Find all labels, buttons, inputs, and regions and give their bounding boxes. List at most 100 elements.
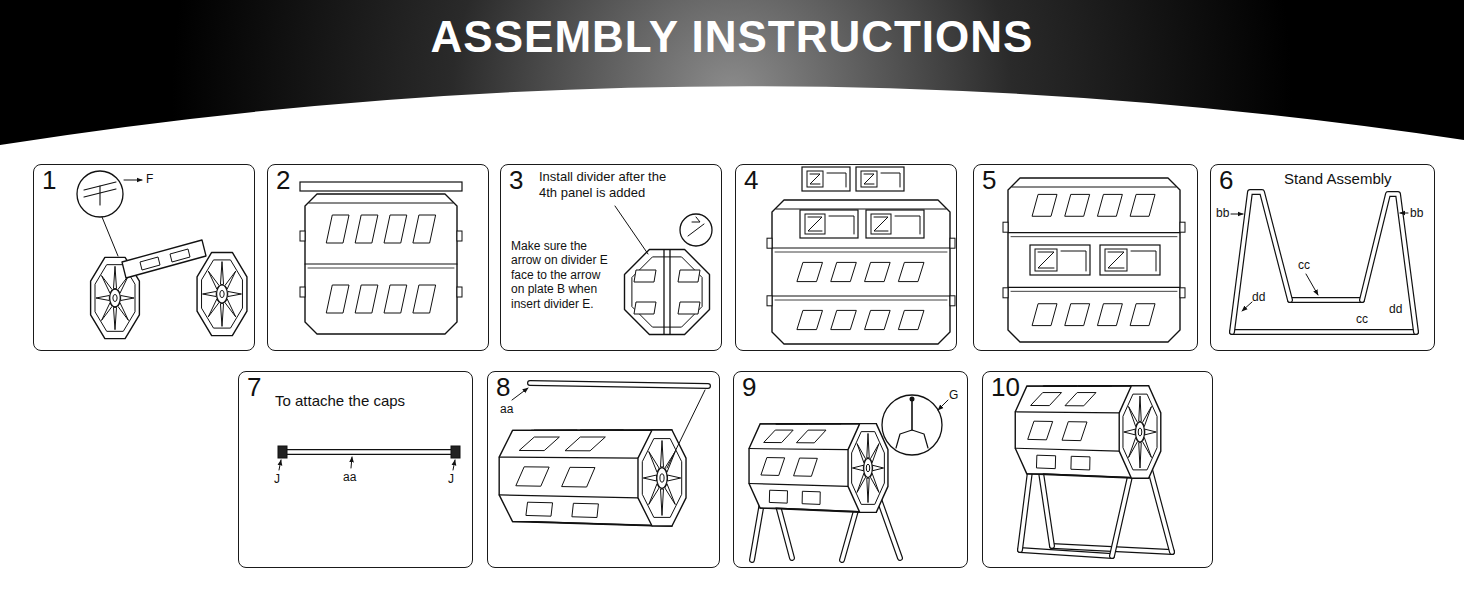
star-petal xyxy=(228,291,242,296)
star-petal xyxy=(1129,438,1138,458)
side-tab xyxy=(950,238,955,248)
tray xyxy=(856,167,904,191)
rod xyxy=(530,383,708,386)
drum-ridge xyxy=(499,457,638,458)
tube-fill xyxy=(286,450,452,454)
tray xyxy=(866,210,924,238)
step2-art xyxy=(300,182,462,334)
vent-window xyxy=(1071,456,1090,470)
step3-art xyxy=(615,206,712,334)
pin xyxy=(911,400,913,430)
step-number: 10 xyxy=(991,372,1020,403)
part-label: cc xyxy=(1356,312,1368,326)
drum-front xyxy=(300,194,462,334)
vent-window xyxy=(1062,422,1087,441)
divider-line xyxy=(669,250,670,334)
star-petal xyxy=(852,465,863,470)
detail-line xyxy=(99,186,100,205)
a-frame xyxy=(1362,194,1416,332)
vent-window xyxy=(796,430,826,443)
step-panel: 4 xyxy=(735,164,957,351)
step10-art xyxy=(1015,386,1172,556)
drum-front xyxy=(1003,178,1185,342)
step-number: 9 xyxy=(742,372,756,403)
leader-line xyxy=(1400,213,1408,214)
tray-frame xyxy=(1100,245,1160,275)
drum-end-rim xyxy=(1123,394,1157,470)
star-petal xyxy=(1142,438,1151,458)
star-petal xyxy=(870,473,879,492)
band-line xyxy=(305,263,457,264)
vent-window xyxy=(802,491,820,504)
star-petal xyxy=(1139,443,1142,468)
star-petal xyxy=(118,303,129,321)
drum-ridge xyxy=(1015,412,1119,413)
drum-end xyxy=(197,252,247,335)
vent-window xyxy=(761,458,785,476)
hub-star xyxy=(1124,396,1156,468)
vent-window xyxy=(519,437,559,451)
vent-window xyxy=(526,502,553,516)
band-line xyxy=(1011,291,1177,292)
step-number: 6 xyxy=(1219,165,1233,196)
part-label: aa xyxy=(500,402,513,416)
tray xyxy=(800,210,858,238)
vent-window xyxy=(384,285,407,313)
star-petal xyxy=(661,489,664,515)
band-line xyxy=(1008,232,1180,233)
top-bar xyxy=(300,182,462,191)
hub-center xyxy=(220,290,224,297)
drum-end xyxy=(1119,386,1161,478)
detail-magnifier xyxy=(77,171,123,217)
divider-line xyxy=(663,250,664,334)
step-panel: 5 xyxy=(973,164,1198,351)
vent-window xyxy=(865,310,891,329)
side-tab xyxy=(457,287,462,297)
vent-window xyxy=(776,423,808,424)
vent-window xyxy=(580,430,623,431)
vent-window xyxy=(562,467,595,487)
band-line xyxy=(775,252,947,253)
drum-end-rim xyxy=(852,432,885,505)
side-tab xyxy=(300,287,305,297)
drum-ridge xyxy=(760,508,860,512)
step6-art xyxy=(1231,192,1416,332)
step-panel: 7To attache the caps xyxy=(238,371,473,568)
star-petal xyxy=(870,444,879,463)
step-number: 8 xyxy=(496,372,510,403)
tube-outline xyxy=(1290,297,1362,303)
star-petal xyxy=(220,262,223,285)
drum-end xyxy=(625,250,710,335)
lid-line xyxy=(309,203,453,204)
vent-window xyxy=(797,310,823,329)
bracket xyxy=(896,430,928,448)
vent-window xyxy=(140,257,160,270)
vent-window xyxy=(355,215,378,243)
tray xyxy=(1030,245,1090,275)
side-tab xyxy=(1003,222,1008,232)
step-number: 3 xyxy=(509,165,523,196)
part-label: dd xyxy=(1389,302,1402,316)
step-note: Make sure the arrow on divider E face to… xyxy=(511,239,611,311)
star-petal xyxy=(1142,407,1151,427)
vent-window xyxy=(355,285,378,313)
star-petal xyxy=(643,475,656,481)
tube-outline xyxy=(530,383,708,386)
drum-ridge xyxy=(1015,448,1119,451)
drum-ridge xyxy=(499,495,638,498)
composter-drum xyxy=(1015,386,1161,478)
lid-line xyxy=(1012,187,1176,188)
side-tab xyxy=(950,296,955,306)
side-tab xyxy=(457,231,462,241)
star-petal xyxy=(113,266,116,288)
vent-window xyxy=(1036,455,1055,468)
leader-line xyxy=(1306,274,1318,295)
side-tab xyxy=(1003,288,1008,298)
end-cap xyxy=(451,446,460,458)
band-line xyxy=(772,247,950,248)
tray-edge xyxy=(895,216,920,234)
vent-window xyxy=(764,430,793,443)
step-panel: 6Stand Assembly xyxy=(1210,164,1435,351)
drum-end xyxy=(848,424,888,513)
